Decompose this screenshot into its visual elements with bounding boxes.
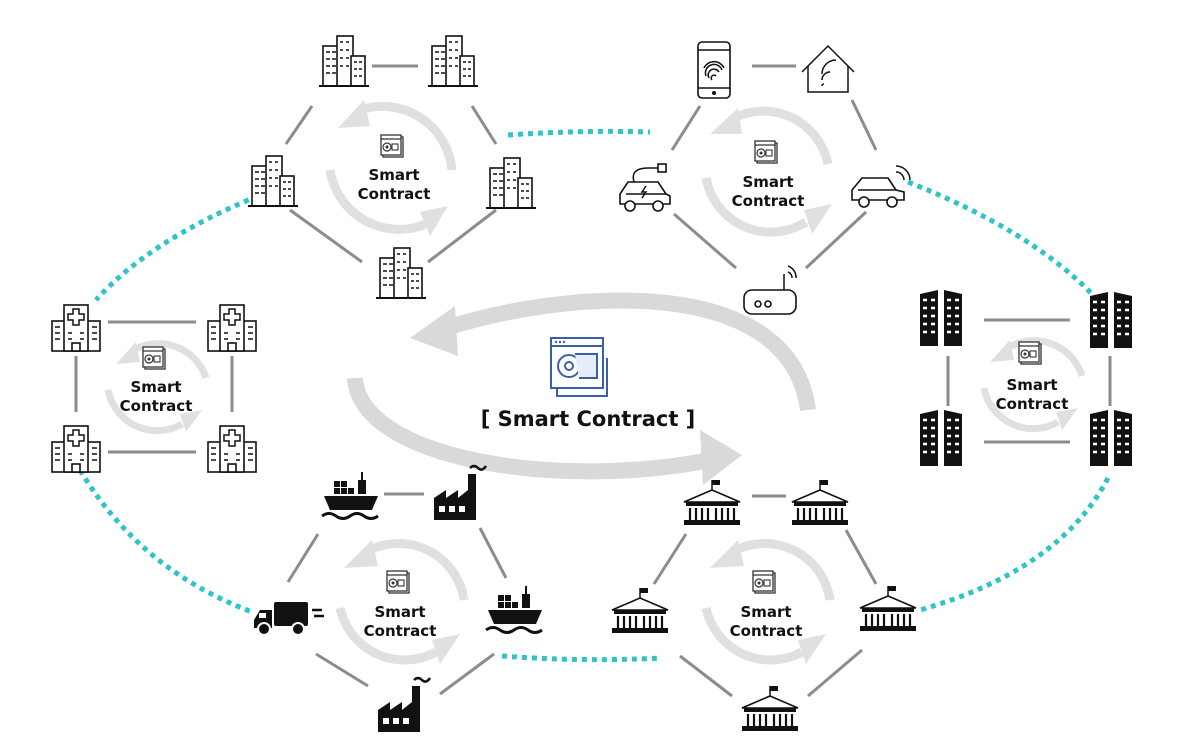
cluster-skyscrapers: Smart Contract	[918, 288, 1134, 468]
smart-contract-icon	[1018, 341, 1042, 365]
hospital-icon	[51, 425, 101, 473]
cluster-label-line1: Smart	[130, 378, 181, 396]
hospital-icon	[207, 425, 257, 473]
government-building-icon	[682, 478, 742, 527]
connected-car-icon	[851, 165, 911, 208]
cycle-arrows	[701, 106, 833, 237]
cluster-links	[946, 318, 1112, 444]
skyscraper-icon	[1088, 408, 1134, 468]
office-building-icon	[247, 155, 299, 207]
cluster-label-line2: Contract	[732, 192, 805, 210]
cluster-label-line1: Smart	[374, 603, 425, 621]
factory-icon	[432, 464, 488, 522]
hospital-icon	[207, 304, 257, 352]
central-cycle-arrows	[347, 292, 816, 485]
cluster-label-line1: Smart	[1006, 376, 1057, 394]
cluster-links	[652, 494, 878, 698]
cluster-label-line2: Contract	[730, 622, 803, 640]
cluster-logistics: Smart Contract	[252, 464, 544, 734]
smart-contract-icon	[142, 346, 166, 370]
government-building-icon	[858, 584, 918, 633]
cluster-label-line1: Smart	[740, 603, 791, 621]
office-building-icon	[485, 157, 537, 209]
cargo-ship-icon	[320, 470, 380, 520]
delivery-truck-icon	[252, 600, 326, 637]
smart-contract-icon	[754, 140, 778, 164]
smart-contract-icon	[386, 570, 410, 594]
cluster-links	[670, 64, 878, 270]
smart-contract-icon	[380, 134, 404, 158]
government-building-icon	[790, 478, 850, 527]
cluster-buildings: Smart Contract	[247, 35, 537, 299]
cluster-label-line1: Smart	[368, 166, 419, 184]
cycle-arrows	[335, 539, 469, 665]
cycle-arrows	[980, 337, 1086, 433]
cargo-ship-icon	[484, 584, 544, 634]
skyscraper-icon	[918, 288, 964, 348]
cluster-links	[284, 64, 498, 264]
cluster-links	[286, 492, 508, 696]
smart-contract-icon	[752, 570, 776, 594]
inter-cluster-links	[77, 128, 1111, 663]
cluster-label-line2: Contract	[364, 622, 437, 640]
government-building-icon	[740, 684, 800, 733]
cycle-arrows	[325, 100, 457, 236]
hospital-icon	[51, 304, 101, 352]
cluster-government: Smart Contract	[610, 478, 918, 733]
center-title: [ Smart Contract ]	[481, 407, 696, 431]
cluster-label-line2: Contract	[120, 397, 193, 415]
electric-car-icon	[619, 163, 671, 212]
cluster-iot: Smart Contract	[619, 41, 911, 315]
office-building-icon	[427, 35, 479, 87]
central-smart-contract: [ Smart Contract ]	[481, 337, 696, 431]
skyscraper-icon	[1088, 290, 1134, 350]
factory-icon	[376, 676, 432, 734]
office-building-icon	[318, 35, 370, 87]
skyscraper-icon	[918, 408, 964, 468]
cluster-label-line1: Smart	[742, 173, 793, 191]
smartphone-fingerprint-icon	[697, 41, 731, 99]
cluster-links	[74, 320, 234, 454]
cycle-arrows	[104, 340, 210, 435]
smart-home-icon	[801, 45, 855, 93]
smart-contract-icon	[550, 337, 608, 397]
cluster-hospitals: Smart Contract	[51, 304, 257, 473]
office-building-icon	[375, 247, 427, 299]
cluster-label-line2: Contract	[996, 395, 1069, 413]
wifi-router-icon	[743, 265, 797, 315]
cluster-label-line2: Contract	[358, 185, 431, 203]
cycle-arrows	[701, 539, 835, 665]
government-building-icon	[610, 586, 670, 635]
